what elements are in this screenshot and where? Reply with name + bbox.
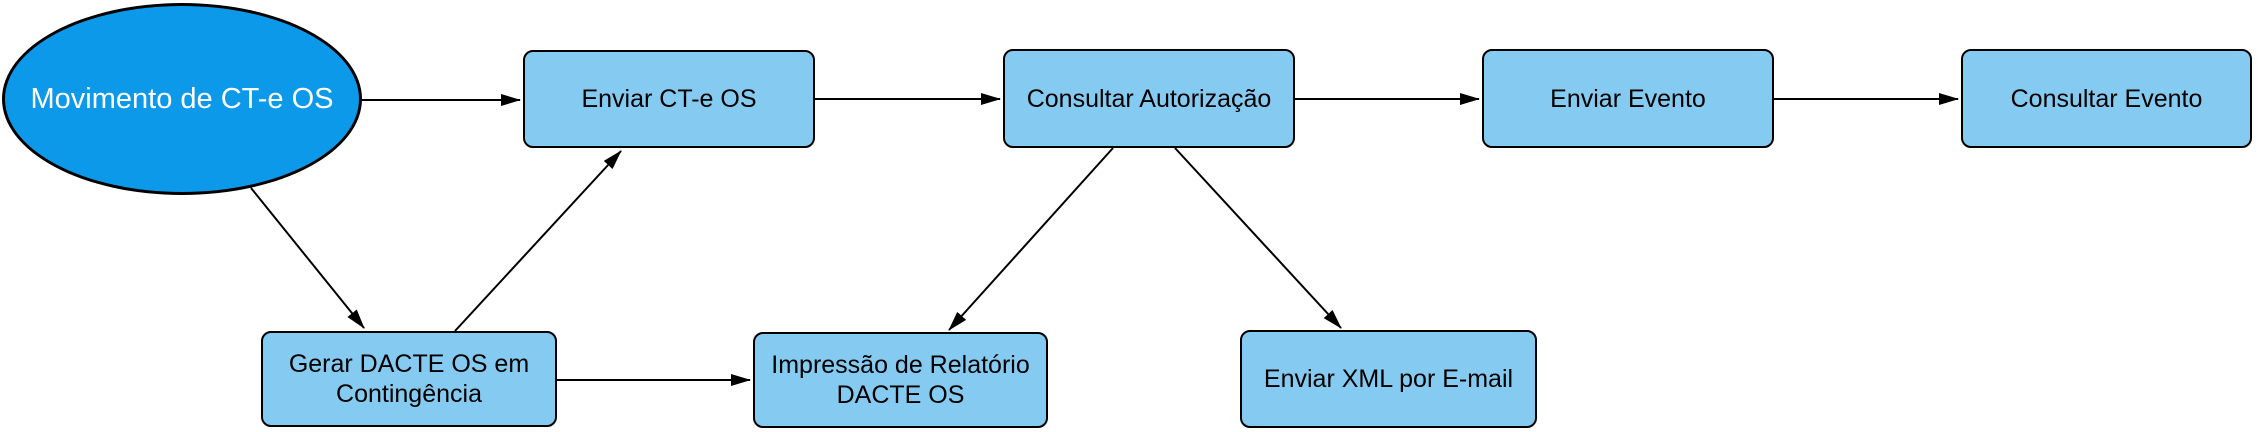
start-node-movimento-de-cte-os[interactable]: Movimento de CT-e OS <box>2 3 362 195</box>
node-impressao-de-relatorio-dacte-os[interactable]: Impressão de Relatório DACTE OS <box>753 332 1048 428</box>
node-gerar-dacte-os-em-contingencia[interactable]: Gerar DACTE OS em Contingência <box>261 331 557 427</box>
node-consultar-evento[interactable]: Consultar Evento <box>1961 49 2252 148</box>
edge-start-to-gerar-dacte[interactable] <box>250 187 365 329</box>
node-enviar-evento[interactable]: Enviar Evento <box>1482 49 1774 148</box>
node-label: Movimento de CT-e OS <box>30 83 334 115</box>
node-label: Enviar Evento <box>1550 84 1706 113</box>
node-label: Consultar Evento <box>2010 84 2203 113</box>
node-consultar-autorizacao[interactable]: Consultar Autorização <box>1003 49 1295 148</box>
node-label: Impressão de Relatório DACTE OS <box>771 351 1030 409</box>
node-label: Gerar DACTE OS em Contingência <box>288 350 530 408</box>
edge-gerar-dacte-to-enviar-cte-os[interactable] <box>454 150 622 332</box>
node-label: Enviar CT-e OS <box>581 85 757 113</box>
node-label: Consultar Autorização <box>1026 84 1272 113</box>
node-enviar-xml-por-email[interactable]: Enviar XML por E-mail <box>1240 330 1537 428</box>
node-label: Enviar XML por E-mail <box>1263 365 1514 393</box>
edge-consultar-autorizacao-to-impressao-relatorio[interactable] <box>948 147 1114 331</box>
edge-consultar-autorizacao-to-enviar-xml[interactable] <box>1174 147 1342 329</box>
node-enviar-cte-os[interactable]: Enviar CT-e OS <box>523 50 815 148</box>
